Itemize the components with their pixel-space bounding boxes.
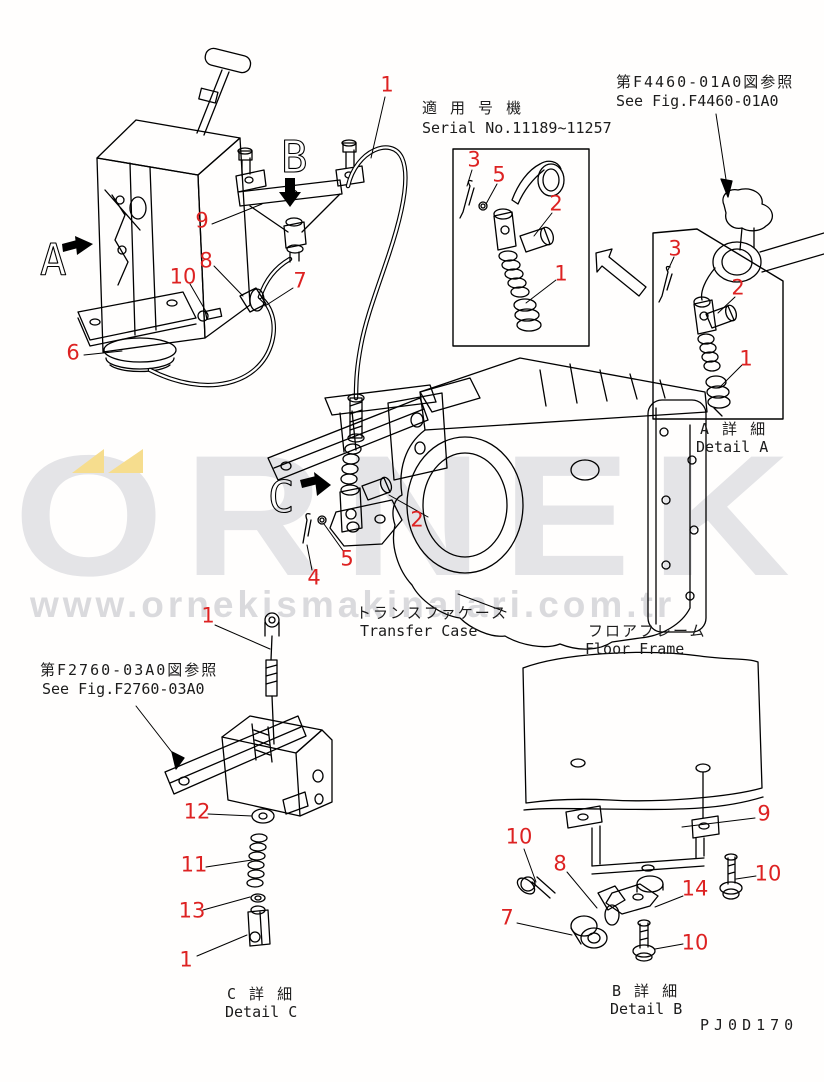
callout-2: 2 — [410, 507, 424, 532]
cable-end-and-lever — [302, 476, 403, 547]
detail-a-box — [652, 113, 824, 420]
drawing-code: PJ0D170 — [700, 1016, 799, 1034]
watermark-url: www.ornekismakinalari.com.tr — [30, 584, 676, 625]
callout-5: 5 — [340, 546, 354, 571]
serial-header-jp: 適 用 号 機 — [422, 99, 524, 117]
fig-ref-left-en: See Fig.F2760-03A0 — [42, 680, 205, 698]
callout-11: 11 — [180, 852, 208, 877]
callout-4: 4 — [307, 565, 321, 590]
view-direction-arrows — [62, 178, 331, 496]
hollow-arrow-icon — [595, 248, 647, 297]
fig-ref-left-jp: 第F2760-03A0図参照 — [40, 661, 219, 679]
serial-header-en: Serial No.11189~11257 — [422, 119, 612, 137]
callout-3: 3 — [668, 236, 682, 261]
control-lever-console — [77, 47, 252, 373]
floor-frame-sheet — [522, 651, 764, 819]
watermark-brand: ORNEK — [13, 420, 811, 612]
callout-9: 9 — [757, 801, 771, 826]
view-letter-C: C — [268, 472, 295, 523]
transfer-case-bracket — [267, 384, 448, 481]
callout-10: 10 — [681, 930, 709, 955]
callout-1: 1 — [739, 346, 753, 371]
callout-3: 3 — [467, 147, 481, 172]
callout-2: 2 — [549, 191, 563, 216]
short-control-cable — [147, 256, 293, 388]
callout-7: 7 — [500, 905, 514, 930]
view-letter-A: A — [40, 235, 67, 286]
callout-9: 9 — [195, 208, 209, 233]
long-control-cable — [339, 145, 408, 533]
view-letter-B: B — [281, 132, 308, 183]
callout-leader-lines — [83, 96, 757, 957]
callout-12: 12 — [183, 799, 211, 824]
callout-13: 13 — [178, 898, 206, 923]
detail-b-label-en: Detail B — [610, 1000, 683, 1018]
callout-14: 14 — [681, 876, 709, 901]
callout-6: 6 — [66, 340, 80, 365]
detail-c-label-en: Detail C — [225, 1003, 298, 1021]
upper-cable-bracket — [235, 139, 365, 263]
floor-frame-label-en: Floor Frame — [585, 640, 685, 658]
transfer-case-label-en: Transfer Case — [360, 622, 478, 640]
callout-10: 10 — [754, 861, 782, 886]
detail-b-label-jp: B 詳 細 — [612, 982, 680, 1000]
floor-bracket-assembly — [516, 805, 743, 962]
callout-8: 8 — [553, 851, 567, 876]
callout-8: 8 — [199, 248, 213, 273]
detail-c-assembly — [135, 612, 333, 947]
floor-frame-label-jp: フロアフレーム — [588, 622, 707, 640]
callout-1: 1 — [380, 72, 394, 97]
callout-10: 10 — [505, 824, 533, 849]
callout-10: 10 — [169, 264, 197, 289]
callout-5: 5 — [492, 162, 506, 187]
fig-ref-top-jp: 第F4460-01A0図参照 — [616, 73, 795, 91]
detail-a-label-jp: A 詳 細 — [700, 420, 768, 438]
view-letters: A B C — [39, 131, 308, 523]
detail-c-label-jp: C 詳 細 — [227, 985, 295, 1003]
callout-2: 2 — [731, 275, 745, 300]
detail-a-label-en: Detail A — [696, 438, 769, 456]
callout-1: 1 — [179, 947, 193, 972]
callout-1: 1 — [554, 261, 568, 286]
fig-ref-top-en: See Fig.F4460-01A0 — [616, 92, 779, 110]
callout-1: 1 — [201, 603, 215, 628]
serial-detail-box — [452, 148, 590, 347]
transfer-case-label-jp: トランスファケース — [356, 604, 508, 622]
callout-7: 7 — [293, 268, 307, 293]
